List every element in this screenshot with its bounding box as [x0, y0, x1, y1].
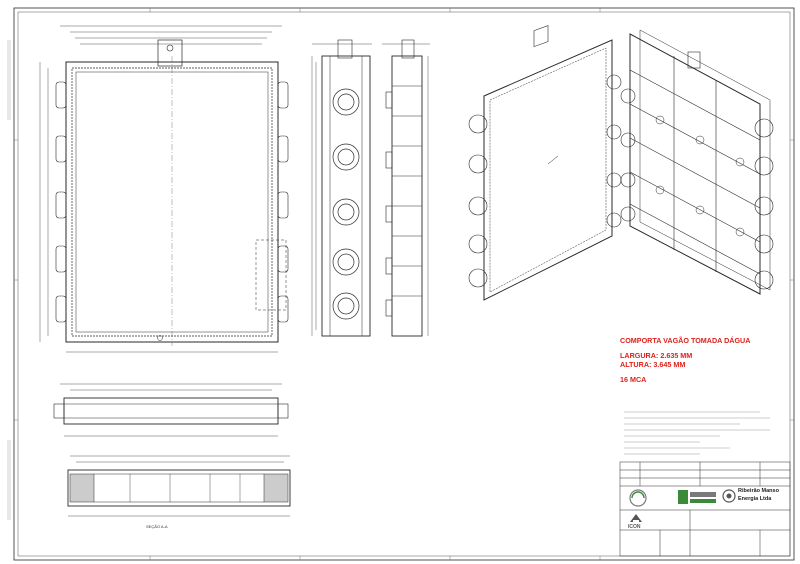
client-logo-middle: [678, 490, 716, 504]
title-block-description: COMPORTA VAGÃO TOMADA DÁGUA: [620, 336, 751, 345]
title-block-pressure: 16 MCA: [620, 375, 647, 384]
title-block: COMPORTA VAGÃO TOMADA DÁGUA LARGURA: 2.6…: [620, 336, 780, 384]
notes-area: [624, 411, 770, 455]
revision-table: [619, 461, 791, 557]
company-logo: [630, 514, 642, 523]
client-name-line1: Ribeirão Manso: [738, 488, 779, 494]
front-view: [39, 25, 289, 353]
grid-ticks: [14, 8, 794, 560]
client-name-line2: Energia Ltda: [738, 496, 772, 502]
top-view: [53, 383, 289, 437]
left-margin-notes: [7, 40, 11, 520]
title-block-width: LARGURA: 2.635 MM: [620, 351, 693, 360]
side-view-a: [311, 39, 372, 337]
title-block-height: ALTURA: 3.645 MM: [620, 360, 686, 369]
company-name: ICON: [628, 524, 641, 530]
isometric-front: [468, 25, 622, 301]
sheet-border: [13, 7, 795, 561]
section-view: [67, 455, 291, 517]
client-logo-left: [629, 489, 647, 507]
section-view-label: SEÇÃO A-A: [146, 524, 168, 529]
isometric-back: [620, 29, 774, 295]
sheet-inner-border: [17, 11, 791, 557]
client-logo-right: [722, 489, 736, 503]
side-view-b: [382, 39, 430, 337]
